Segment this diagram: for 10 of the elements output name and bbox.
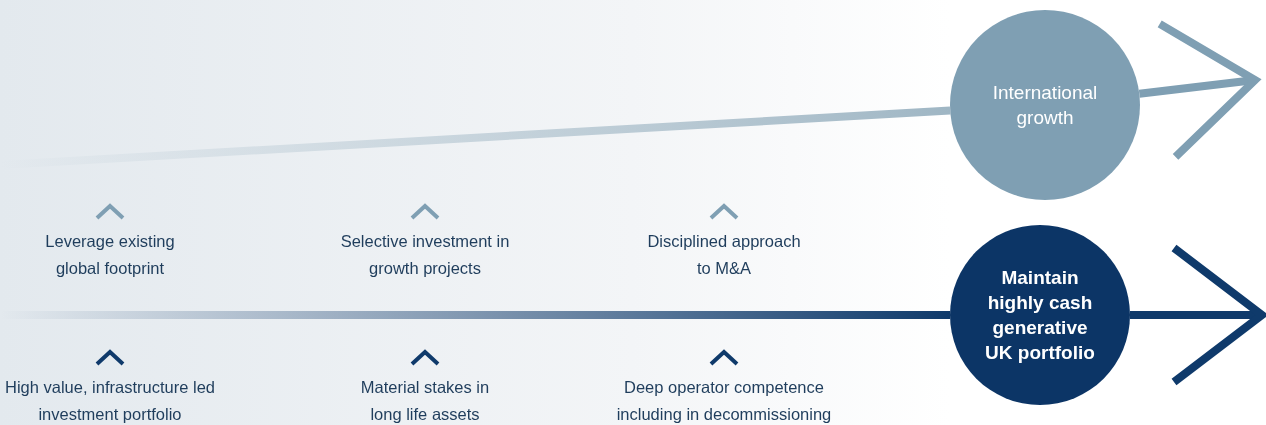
strategy-text: High value, infrastructure led investment portfolio	[4, 377, 216, 425]
goal-text: Maintain highly cash generative UK portfolio	[984, 266, 1096, 365]
strategy-text: Deep operator competence including in decommissioning	[615, 377, 833, 425]
strategy-text: Selective investment in growth projects	[339, 231, 511, 279]
goal-text: International growth	[991, 81, 1099, 130]
arrow	[1130, 244, 1266, 386]
arrow	[1138, 19, 1259, 161]
strategy-text: Material stakes in long life assets	[359, 377, 491, 425]
strategy-text: Disciplined approach to M&A	[646, 231, 802, 279]
strategy-text: Leverage existing global footprint	[44, 231, 176, 279]
